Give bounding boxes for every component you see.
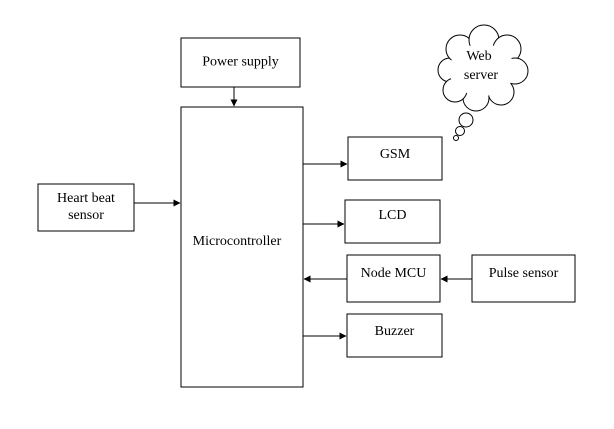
power-supply-box — [180, 37, 301, 88]
power-supply-label: Power supply — [202, 55, 279, 70]
web-server-label-line1: Web — [466, 49, 491, 64]
web-server-cloud: Web server — [437, 24, 529, 141]
edges — [134, 87, 472, 340]
heart-beat-sensor-label-line1: Heart beat — [57, 191, 115, 206]
heart-beat-sensor-node: Heart beat sensor — [37, 183, 135, 232]
heart-beat-sensor-label-line2: sensor — [68, 208, 104, 223]
pulse-sensor-node: Pulse sensor — [471, 254, 576, 303]
microcontroller-box — [180, 106, 304, 388]
lcd-node: LCD — [344, 199, 441, 244]
lcd-label: LCD — [379, 208, 407, 223]
cloud-bubble-medium — [455, 126, 465, 136]
buzzer-box — [346, 313, 443, 358]
pulse-sensor-box — [471, 254, 576, 303]
buzzer-label: Buzzer — [375, 324, 415, 339]
cloud-shape — [437, 24, 529, 112]
gsm-box — [347, 136, 443, 181]
power-supply-node: Power supply — [180, 37, 301, 88]
node-mcu-label: Node MCU — [361, 266, 427, 281]
web-server-label-line2: server — [464, 68, 499, 83]
node-mcu-node: Node MCU — [346, 254, 441, 303]
buzzer-node: Buzzer — [346, 313, 443, 358]
gsm-node: GSM — [347, 136, 443, 181]
cloud-bubble-large — [458, 112, 474, 128]
gsm-label: GSM — [380, 147, 411, 162]
cloud-bubble-small — [453, 135, 459, 141]
microcontroller-label: Microcontroller — [193, 234, 282, 249]
pulse-sensor-label: Pulse sensor — [489, 266, 559, 281]
lcd-box — [344, 199, 441, 244]
microcontroller-node: Microcontroller — [180, 106, 304, 388]
heart-beat-sensor-box — [37, 183, 135, 232]
